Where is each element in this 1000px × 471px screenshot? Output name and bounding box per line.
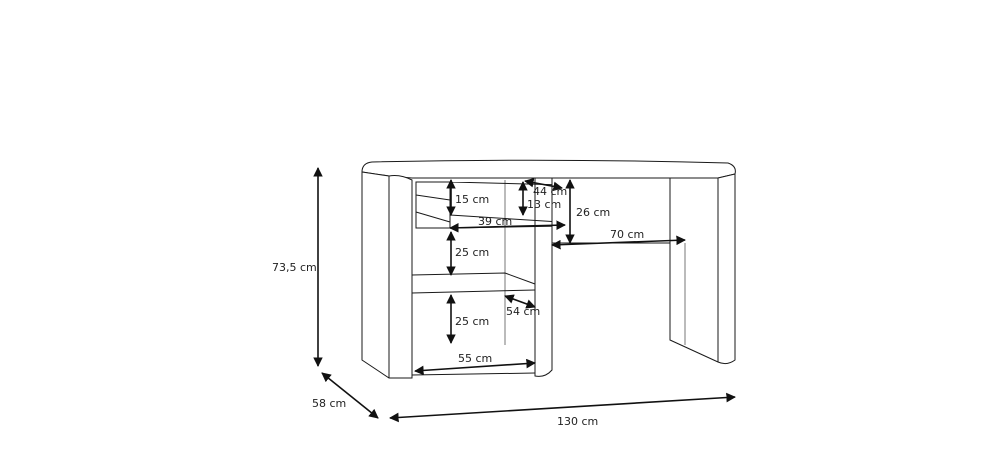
- label-shelf-upper-height: 25 cm: [455, 246, 490, 259]
- label-drawer-depth: 44 cm: [533, 185, 568, 198]
- dim-line-knee: [551, 235, 686, 250]
- right-leg: [669, 173, 736, 365]
- label-depth-total: 58 cm: [312, 397, 347, 410]
- dim-line-shelf-depth: [504, 294, 536, 309]
- label-drawer-inner-height: 13 cm: [527, 198, 562, 211]
- dim-line-depth: [321, 372, 379, 419]
- dim-line-drawer-width: [449, 220, 566, 233]
- shelf: [411, 272, 536, 294]
- label-height-total: 73,5 cm: [272, 261, 317, 274]
- label-cabinet-width: 55 cm: [458, 352, 493, 365]
- label-shelf-lower-height: 25 cm: [455, 315, 490, 328]
- label-drawer-height: 15 cm: [455, 193, 490, 206]
- dim-line-width: [389, 392, 736, 423]
- label-knee-width: 70 cm: [610, 228, 645, 241]
- left-side-panel: [361, 171, 413, 379]
- label-shelf-depth: 54 cm: [506, 305, 541, 318]
- dim-line-cabinet-width: [414, 358, 536, 376]
- label-apron-height: 26 cm: [576, 206, 611, 219]
- dim-line-drawer-depth: [524, 177, 563, 192]
- desk-top: [361, 159, 736, 179]
- label-width-total: 130 cm: [557, 415, 599, 428]
- label-drawer-width: 39 cm: [478, 215, 513, 228]
